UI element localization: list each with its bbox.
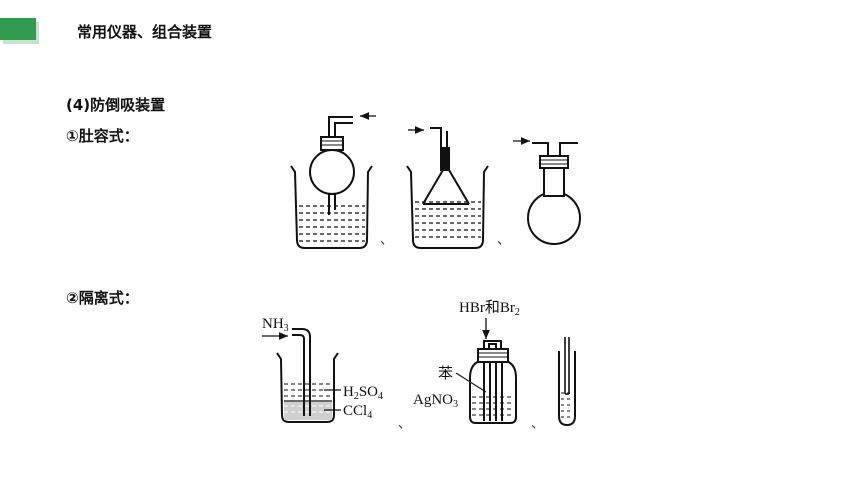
nh3-label: NH3 [262, 316, 289, 334]
round-bottom-flask [527, 142, 581, 245]
title-accent-block [0, 18, 36, 40]
test-tube-apparatus [558, 337, 576, 427]
ccl4-label: CCl4 [343, 403, 372, 421]
separator-mark: 、 [497, 233, 510, 248]
page-title: 常用仪器、组合装置 [77, 23, 213, 41]
separator-mark: 、 [398, 417, 411, 432]
section-heading: (4)防倒吸装置 [66, 96, 166, 114]
separator-mark: 、 [531, 417, 544, 432]
item-label-isolation-type: ②隔离式： [66, 289, 139, 307]
gas-washing-bottle [469, 340, 517, 424]
agno3-label: AgNO3 [413, 392, 458, 410]
beaker-with-bulb-funnel [290, 116, 373, 249]
leader-line [455, 372, 487, 393]
hbr-br2-label: HBr和Br2 [459, 299, 520, 318]
h2so4-label: H2SO4 [343, 384, 383, 402]
beaker-with-inverted-funnel [406, 127, 489, 249]
separator-mark: 、 [380, 233, 393, 248]
item-label-belly-type: ①肚容式： [66, 127, 139, 145]
beaker-nh3-absorption [276, 328, 341, 423]
benzene-label: 苯 [438, 365, 453, 382]
